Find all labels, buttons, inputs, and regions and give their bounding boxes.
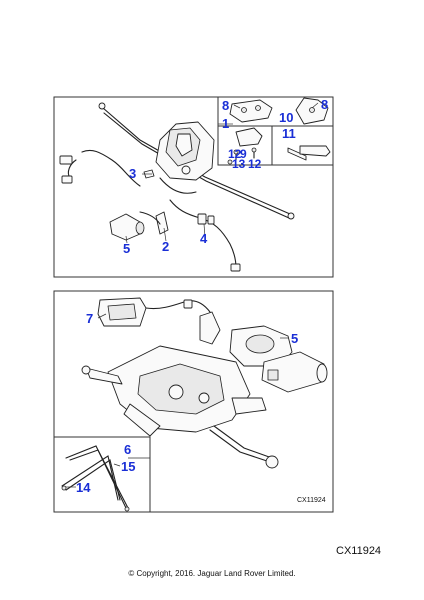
bracket-part-8-right xyxy=(295,97,329,125)
connector-part-4 xyxy=(197,213,215,225)
callout-15: 15 xyxy=(121,459,135,474)
leader-lines xyxy=(66,102,319,488)
callout-6: 6 xyxy=(124,442,131,457)
lower-panel xyxy=(53,290,334,513)
callout-14: 14 xyxy=(76,480,91,495)
copyright-notice: © Copyright, 2016. Jaguar Land Rover Lim… xyxy=(128,569,296,578)
rods-parts-14-15 xyxy=(61,445,130,512)
callout-2: 2 xyxy=(162,239,169,254)
callout-4: 4 xyxy=(200,231,208,246)
upper-panel xyxy=(53,96,334,278)
callout-1: 1 xyxy=(222,116,229,131)
reference-code: CX11924 xyxy=(336,545,382,557)
callouts: 1 2 3 4 5 5 6 7 8 8 9 10 11 12 12 13 14 … xyxy=(76,97,328,495)
callout-13: 13 xyxy=(232,157,246,171)
callout-8-left: 8 xyxy=(222,98,229,113)
callout-10: 10 xyxy=(279,110,293,125)
callout-7: 7 xyxy=(86,311,93,326)
inner-reference-code: CX11924 xyxy=(297,497,326,504)
callout-5-bottom: 5 xyxy=(291,331,298,346)
callout-12-bottom: 12 xyxy=(248,157,262,171)
callout-12-top: 12 xyxy=(228,147,242,161)
bracket-part-2 xyxy=(139,211,169,235)
callout-11: 11 xyxy=(282,126,296,141)
latch-part-7 xyxy=(97,297,221,345)
fixings-9-12-13 xyxy=(227,127,263,165)
callout-9: 9 xyxy=(240,147,247,161)
callout-5-top: 5 xyxy=(123,241,130,256)
cable-part-11 xyxy=(287,145,331,161)
actuator-part-5-upper xyxy=(109,213,145,241)
latch-mechanism xyxy=(155,121,215,194)
bracket-part-8-left xyxy=(229,99,273,123)
motor-part-5-lower xyxy=(229,325,328,393)
callout-8-right: 8 xyxy=(321,97,328,112)
callout-3: 3 xyxy=(129,166,136,181)
frame-assembly xyxy=(81,345,279,469)
